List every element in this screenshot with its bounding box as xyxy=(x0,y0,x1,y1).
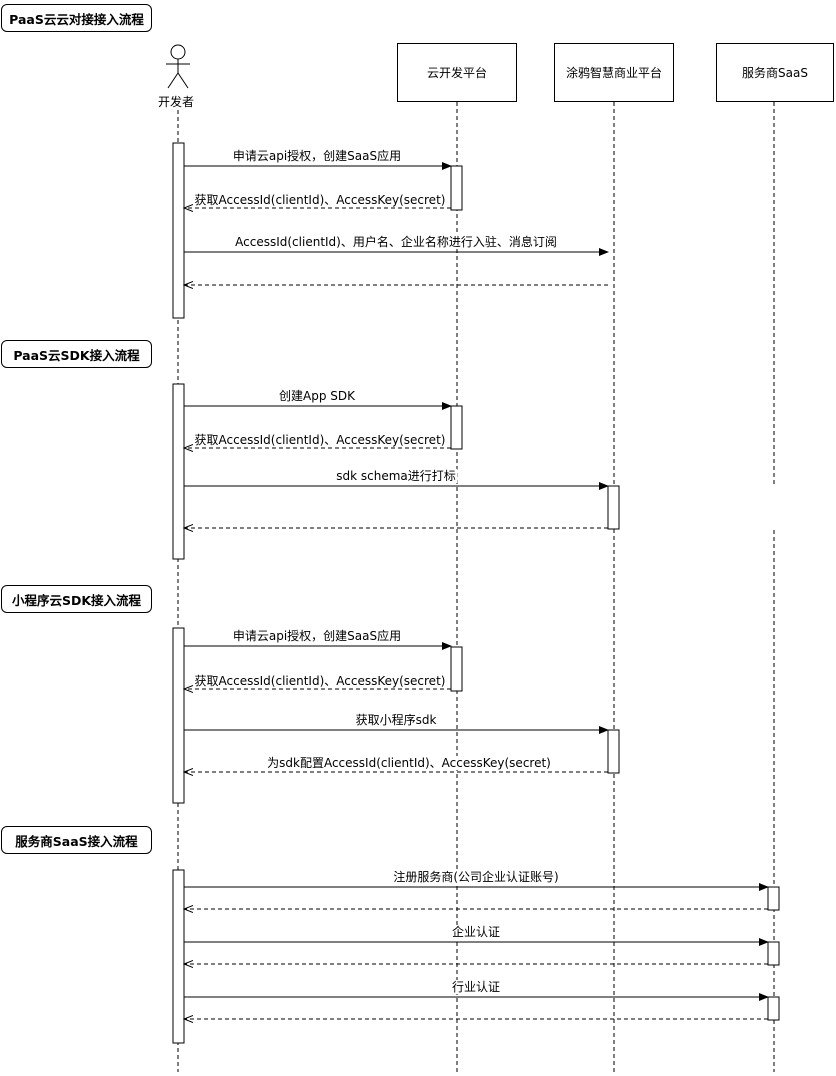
message-label: 行业认证 xyxy=(450,980,502,994)
activation-bar xyxy=(607,729,620,774)
message-label: 创建App SDK xyxy=(278,389,356,403)
message-label: 申请云api授权，创建SaaS应用 xyxy=(231,149,403,163)
message-label: 获取AccessId(clientId)、AccessKey(secret) xyxy=(193,674,447,688)
activation-bar xyxy=(450,646,463,692)
activation-bar xyxy=(767,941,780,966)
message-label: 获取AccessId(clientId)、AccessKey(secret) xyxy=(193,193,447,207)
activation-bar xyxy=(607,485,620,530)
message-label: 申请云api授权，创建SaaS应用 xyxy=(231,629,403,643)
message-label: sdk schema进行打标 xyxy=(335,469,457,483)
participant-service-saas: 服务商SaaS xyxy=(716,43,834,102)
participant-cloud-dev-platform: 云开发平台 xyxy=(397,43,517,102)
section-title: 小程序云SDK接入流程 xyxy=(1,585,152,613)
message-label: 获取AccessId(clientId)、AccessKey(secret) xyxy=(193,433,447,447)
participant-tuya-platform: 涂鸦智慧商业平台 xyxy=(554,43,674,102)
section-title: PaaS云云对接接入流程 xyxy=(1,4,152,32)
message-label: AccessId(clientId)、用户名、企业名称进行入驻、消息订阅 xyxy=(234,235,558,249)
activation-bar xyxy=(172,869,185,1044)
message-label: 企业认证 xyxy=(450,925,502,939)
section-title: PaaS云SDK接入流程 xyxy=(1,340,152,368)
activation-bar xyxy=(450,405,463,450)
section-title: 服务商SaaS接入流程 xyxy=(1,826,152,854)
message-label: 获取小程序sdk xyxy=(354,713,438,727)
activation-bar xyxy=(172,627,185,804)
actor-label: 开发者 xyxy=(158,95,195,109)
activation-bar xyxy=(767,886,780,911)
message-label: 为sdk配置AccessId(clientId)、AccessKey(secre… xyxy=(266,756,552,770)
message-label: 注册服务商(公司企业认证账号) xyxy=(392,870,560,884)
activation-bar xyxy=(767,996,780,1021)
actor-icon xyxy=(166,44,190,89)
activation-bar xyxy=(450,165,463,211)
activation-bar xyxy=(172,383,185,560)
activation-bar xyxy=(172,142,185,319)
